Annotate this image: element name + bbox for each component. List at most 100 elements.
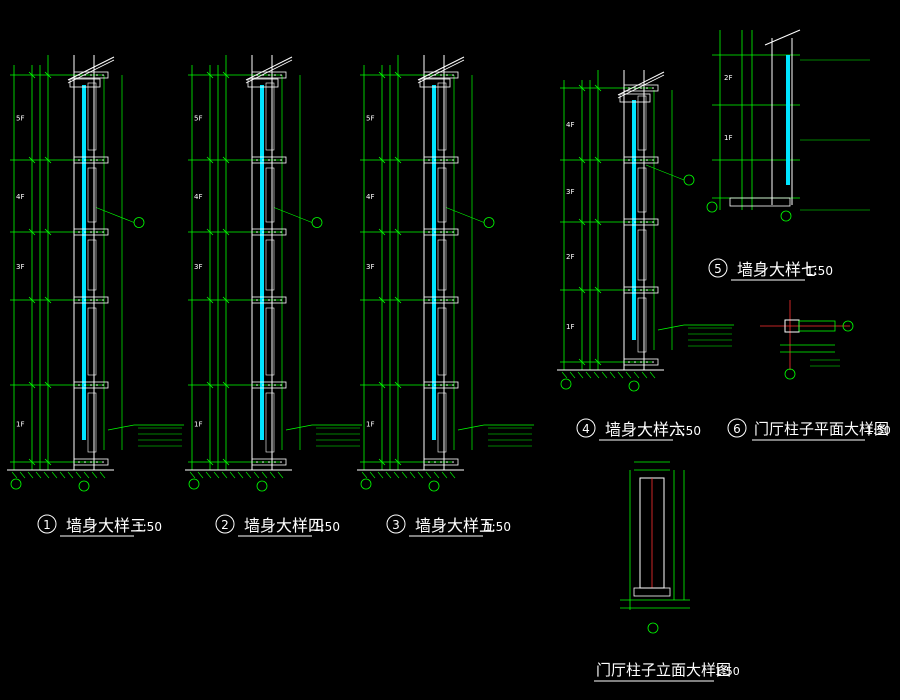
dimension-tick (578, 84, 586, 92)
slab-hatch (262, 231, 264, 233)
slab-hatch (652, 361, 654, 363)
slab-hatch (628, 87, 630, 89)
slab-hatch (280, 461, 282, 463)
dimension-tick (28, 381, 36, 389)
dimension-tick (394, 458, 402, 466)
slab-hatch (274, 74, 276, 76)
slab-hatch (90, 231, 92, 233)
dimension-tick (222, 458, 230, 466)
slab-hatch (78, 231, 80, 233)
detail-3-scale: 1:50 (484, 520, 511, 534)
roof-line (67, 59, 115, 84)
detail-6-number-circle (727, 418, 747, 438)
slab-hatch (102, 299, 104, 301)
detail-3-number-circle (386, 514, 406, 534)
slab (73, 458, 109, 466)
dimension-tick (44, 156, 52, 164)
ground-hatch (43, 471, 50, 479)
detail-3-number: 3 (392, 518, 400, 532)
ground-hatch (197, 471, 204, 479)
slab-hatch (102, 159, 104, 161)
dimension-tick (206, 71, 214, 79)
slab-hatch (646, 221, 648, 223)
window-frame (265, 392, 275, 453)
floor-label: 3F (366, 263, 374, 271)
ground-hatch (585, 371, 592, 379)
detail-5-number: 5 (714, 262, 722, 276)
window-frame (437, 167, 447, 223)
dimension-tick (28, 458, 36, 466)
dimension-tick (206, 458, 214, 466)
slab-hatch (428, 159, 430, 161)
slab-hatch (268, 74, 270, 76)
detail-5-label: 5 墙身大样七 1:50 (708, 258, 833, 281)
ground-hatch (569, 371, 576, 379)
ground-hatch (385, 471, 392, 479)
slab (251, 156, 287, 164)
dimension-tick (44, 228, 52, 236)
slab (73, 381, 109, 389)
leader-line (95, 207, 135, 223)
leader-line (273, 207, 313, 223)
slab-hatch (640, 159, 642, 161)
window-frame (437, 307, 447, 376)
ground-hatch (577, 371, 584, 379)
slab-hatch (428, 461, 430, 463)
glass-strip (632, 100, 636, 340)
slab-hatch (628, 159, 630, 161)
detail-6-label: 6 门厅柱子平面大样图 1:50 (727, 418, 891, 441)
slab-hatch (274, 231, 276, 233)
slab-hatch (90, 299, 92, 301)
slab-hatch (268, 299, 270, 301)
window-frame (265, 239, 275, 291)
parapet (419, 78, 451, 88)
floor-label: 2F (566, 253, 574, 261)
parapet (619, 93, 651, 103)
ground-hatch (561, 371, 568, 379)
dimension-tick (44, 458, 52, 466)
ground-hatch (213, 471, 220, 479)
slab-hatch (428, 299, 430, 301)
slab-hatch (452, 299, 454, 301)
roof-line (417, 59, 465, 84)
ground-hatch (617, 371, 624, 379)
ground-hatch (253, 471, 260, 479)
slab-hatch (256, 461, 258, 463)
floor-label: 1F (566, 323, 574, 331)
slab-hatch (96, 461, 98, 463)
detail-5-title: 墙身大样七 (737, 260, 817, 279)
dimension-tick (394, 156, 402, 164)
slab-hatch (446, 461, 448, 463)
slab-hatch (84, 231, 86, 233)
slab-hatch (78, 299, 80, 301)
detail-1-label: 1 墙身大样三 1:50 (37, 514, 162, 537)
floor-label: 1F (724, 134, 732, 142)
window-frame (437, 392, 447, 453)
slab-hatch (440, 299, 442, 301)
detail-6-scale: 1:50 (866, 424, 891, 437)
window-frame (637, 297, 647, 353)
floor-label: 4F (566, 121, 574, 129)
detail-1-scale: 1:50 (135, 520, 162, 534)
slab-hatch (268, 384, 270, 386)
floor-label: 1F (194, 421, 202, 429)
axis-bubble (188, 478, 200, 490)
detail-5-scale: 1:50 (806, 264, 833, 278)
ground-hatch (19, 471, 26, 479)
slab-hatch (84, 299, 86, 301)
window-frame (265, 307, 275, 376)
detail-4-scale: 1:50 (674, 424, 701, 438)
slab-hatch (434, 384, 436, 386)
detail-bubble (78, 480, 90, 492)
slab-hatch (78, 461, 80, 463)
detail-1-number: 1 (43, 518, 51, 532)
slab-hatch (452, 384, 454, 386)
roof-line (245, 56, 293, 81)
detail-5-number-circle (708, 258, 728, 278)
slab-hatch (628, 289, 630, 291)
slab-hatch (90, 384, 92, 386)
